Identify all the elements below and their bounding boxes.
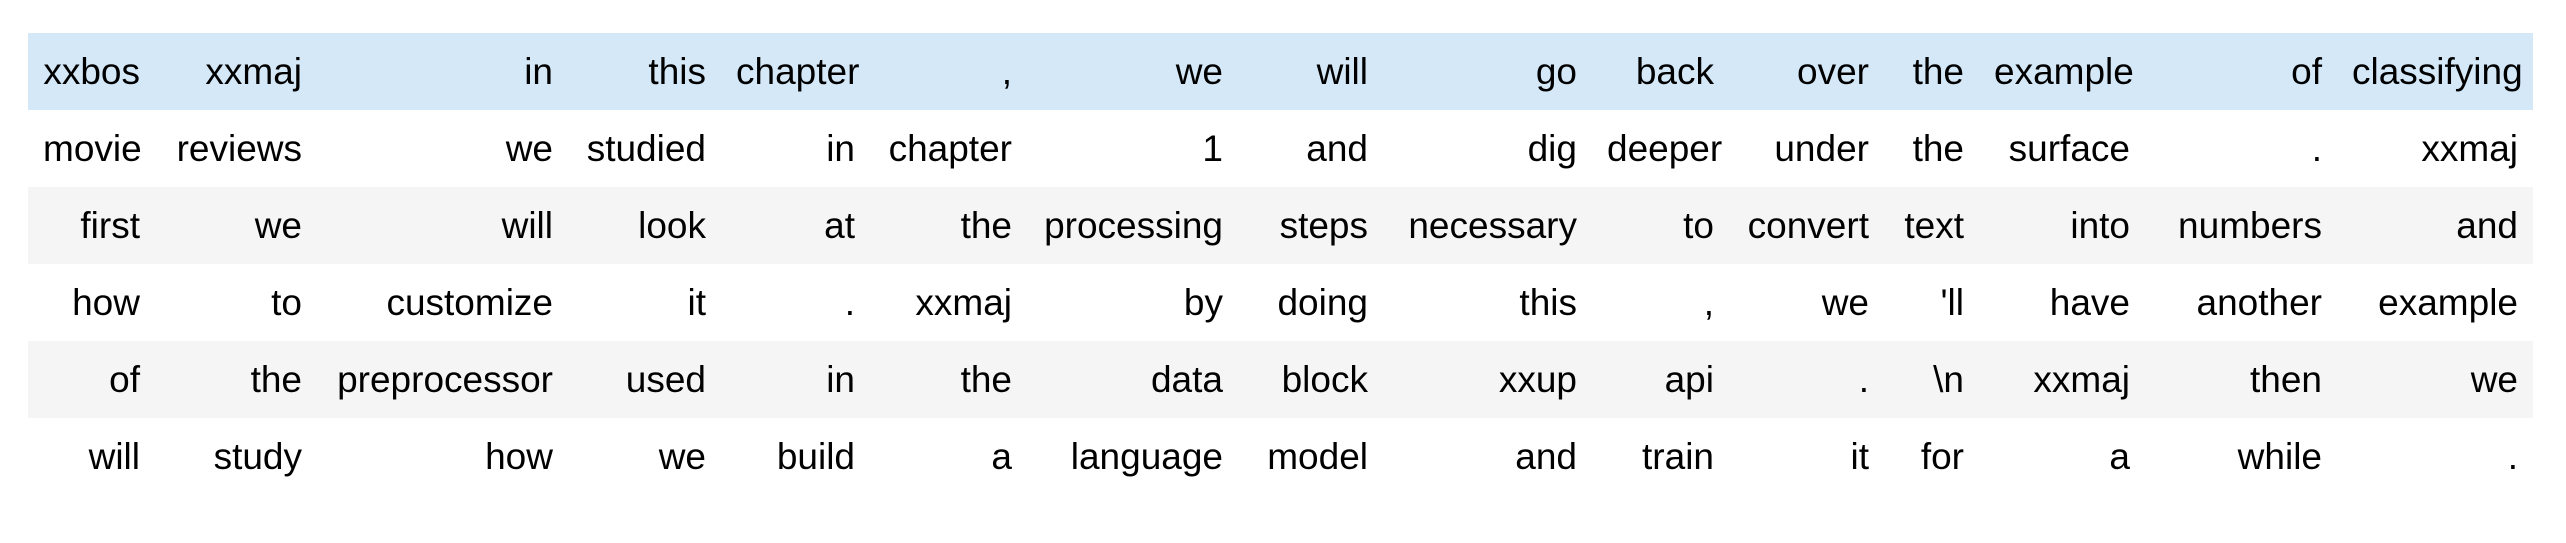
token-cell: at — [721, 187, 870, 264]
token-cell: a — [1979, 418, 2145, 495]
token-cell: the — [1884, 110, 1979, 187]
token-cell: it — [1729, 418, 1884, 495]
token-cell: xxbos — [28, 33, 155, 110]
token-cell: we — [2337, 341, 2533, 418]
token-cell: into — [1979, 187, 2145, 264]
token-cell: will — [317, 187, 568, 264]
token-cell: over — [1729, 33, 1884, 110]
token-cell: to — [1592, 187, 1729, 264]
token-cell: chapter — [721, 33, 870, 110]
token-cell: block — [1238, 341, 1383, 418]
token-cell: xxmaj — [870, 264, 1027, 341]
token-cell: build — [721, 418, 870, 495]
token-cell: we — [1729, 264, 1884, 341]
token-cell: will — [28, 418, 155, 495]
token-cell: the — [155, 341, 317, 418]
token-cell: xxup — [1383, 341, 1592, 418]
token-cell: and — [1238, 110, 1383, 187]
token-cell: processing — [1027, 187, 1238, 264]
token-cell: used — [568, 341, 721, 418]
token-cell: 'll — [1884, 264, 1979, 341]
token-cell: xxmaj — [2337, 110, 2533, 187]
token-cell: first — [28, 187, 155, 264]
token-cell: numbers — [2145, 187, 2337, 264]
token-cell: xxmaj — [155, 33, 317, 110]
token-cell: have — [1979, 264, 2145, 341]
token-cell: the — [870, 341, 1027, 418]
token-cell: under — [1729, 110, 1884, 187]
token-cell: the — [870, 187, 1027, 264]
token-cell: it — [568, 264, 721, 341]
token-cell: chapter — [870, 110, 1027, 187]
token-cell: model — [1238, 418, 1383, 495]
token-cell: 1 — [1027, 110, 1238, 187]
token-cell: , — [1592, 264, 1729, 341]
token-cell: , — [870, 33, 1027, 110]
token-cell: customize — [317, 264, 568, 341]
token-cell: then — [2145, 341, 2337, 418]
token-cell: will — [1238, 33, 1383, 110]
token-cell: we — [317, 110, 568, 187]
token-cell: classifying — [2337, 33, 2533, 110]
token-cell: deeper — [1592, 110, 1729, 187]
token-cell: this — [1383, 264, 1592, 341]
token-cell: necessary — [1383, 187, 1592, 264]
token-cell: another — [2145, 264, 2337, 341]
token-cell: this — [568, 33, 721, 110]
token-cell: convert — [1729, 187, 1884, 264]
token-cell: xxmaj — [1979, 341, 2145, 418]
token-cell: data — [1027, 341, 1238, 418]
token-cell: . — [1729, 341, 1884, 418]
token-cell: the — [1884, 33, 1979, 110]
token-cell: go — [1383, 33, 1592, 110]
token-cell: of — [28, 341, 155, 418]
token-cell: how — [28, 264, 155, 341]
token-cell: example — [1979, 33, 2145, 110]
token-cell: doing — [1238, 264, 1383, 341]
token-cell: look — [568, 187, 721, 264]
token-cell: we — [1027, 33, 1238, 110]
token-cell: text — [1884, 187, 1979, 264]
token-cell: movie — [28, 110, 155, 187]
token-cell: example — [2337, 264, 2533, 341]
token-cell: surface — [1979, 110, 2145, 187]
token-cell: and — [1383, 418, 1592, 495]
token-cell: in — [317, 33, 568, 110]
token-cell: in — [721, 110, 870, 187]
token-cell: api — [1592, 341, 1729, 418]
token-cell: of — [2145, 33, 2337, 110]
token-cell: dig — [1383, 110, 1592, 187]
token-cell: and — [2337, 187, 2533, 264]
token-cell: in — [721, 341, 870, 418]
token-cell: we — [568, 418, 721, 495]
token-cell: while — [2145, 418, 2337, 495]
token-cell: how — [317, 418, 568, 495]
token-cell: preprocessor — [317, 341, 568, 418]
token-cell: a — [870, 418, 1027, 495]
token-cell: to — [155, 264, 317, 341]
token-cell: language — [1027, 418, 1238, 495]
token-cell: reviews — [155, 110, 317, 187]
token-cell: back — [1592, 33, 1729, 110]
token-cell: steps — [1238, 187, 1383, 264]
token-cell: \n — [1884, 341, 1979, 418]
token-cell: for — [1884, 418, 1979, 495]
token-cell: . — [2337, 418, 2533, 495]
token-cell: train — [1592, 418, 1729, 495]
token-cell: . — [721, 264, 870, 341]
token-cell: by — [1027, 264, 1238, 341]
token-cell: we — [155, 187, 317, 264]
token-cell: studied — [568, 110, 721, 187]
token-cell: . — [2145, 110, 2337, 187]
token-cell: study — [155, 418, 317, 495]
